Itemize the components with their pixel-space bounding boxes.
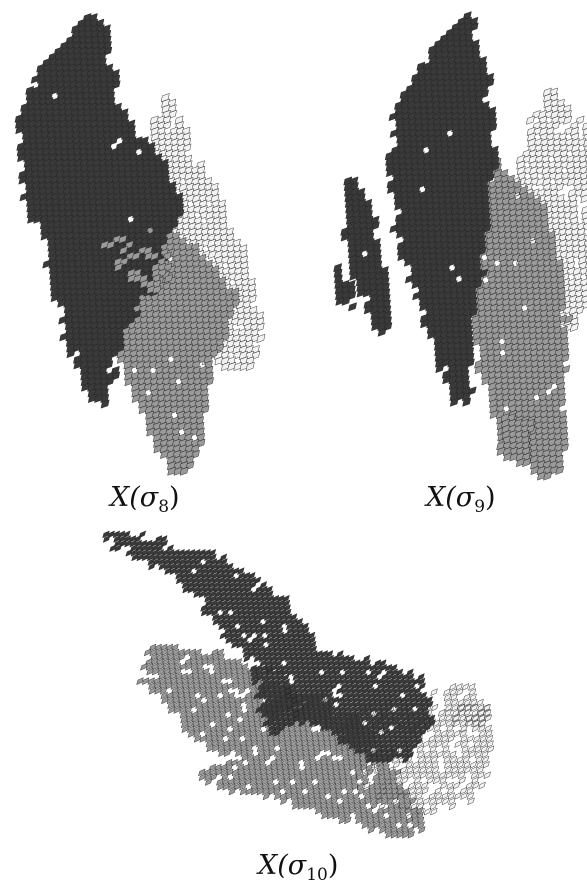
tile [256,333,266,343]
tile [430,688,438,697]
tile [348,302,357,312]
tile [454,740,462,748]
tile [452,781,461,790]
tile [453,792,462,800]
tile [478,781,486,790]
tile [422,740,430,748]
tile [245,361,255,371]
tile [430,703,439,712]
tile [436,750,444,759]
tile [461,683,470,691]
fractal-sigma8 [14,13,266,476]
tile [66,349,76,359]
tile [526,115,535,125]
tile [423,807,432,816]
tile [179,466,189,476]
tile [453,729,461,738]
fractal-sigma9 [333,11,587,481]
fractal-sigma10 [102,530,495,839]
tile [483,771,491,780]
tile [466,734,474,743]
tile [422,797,430,806]
